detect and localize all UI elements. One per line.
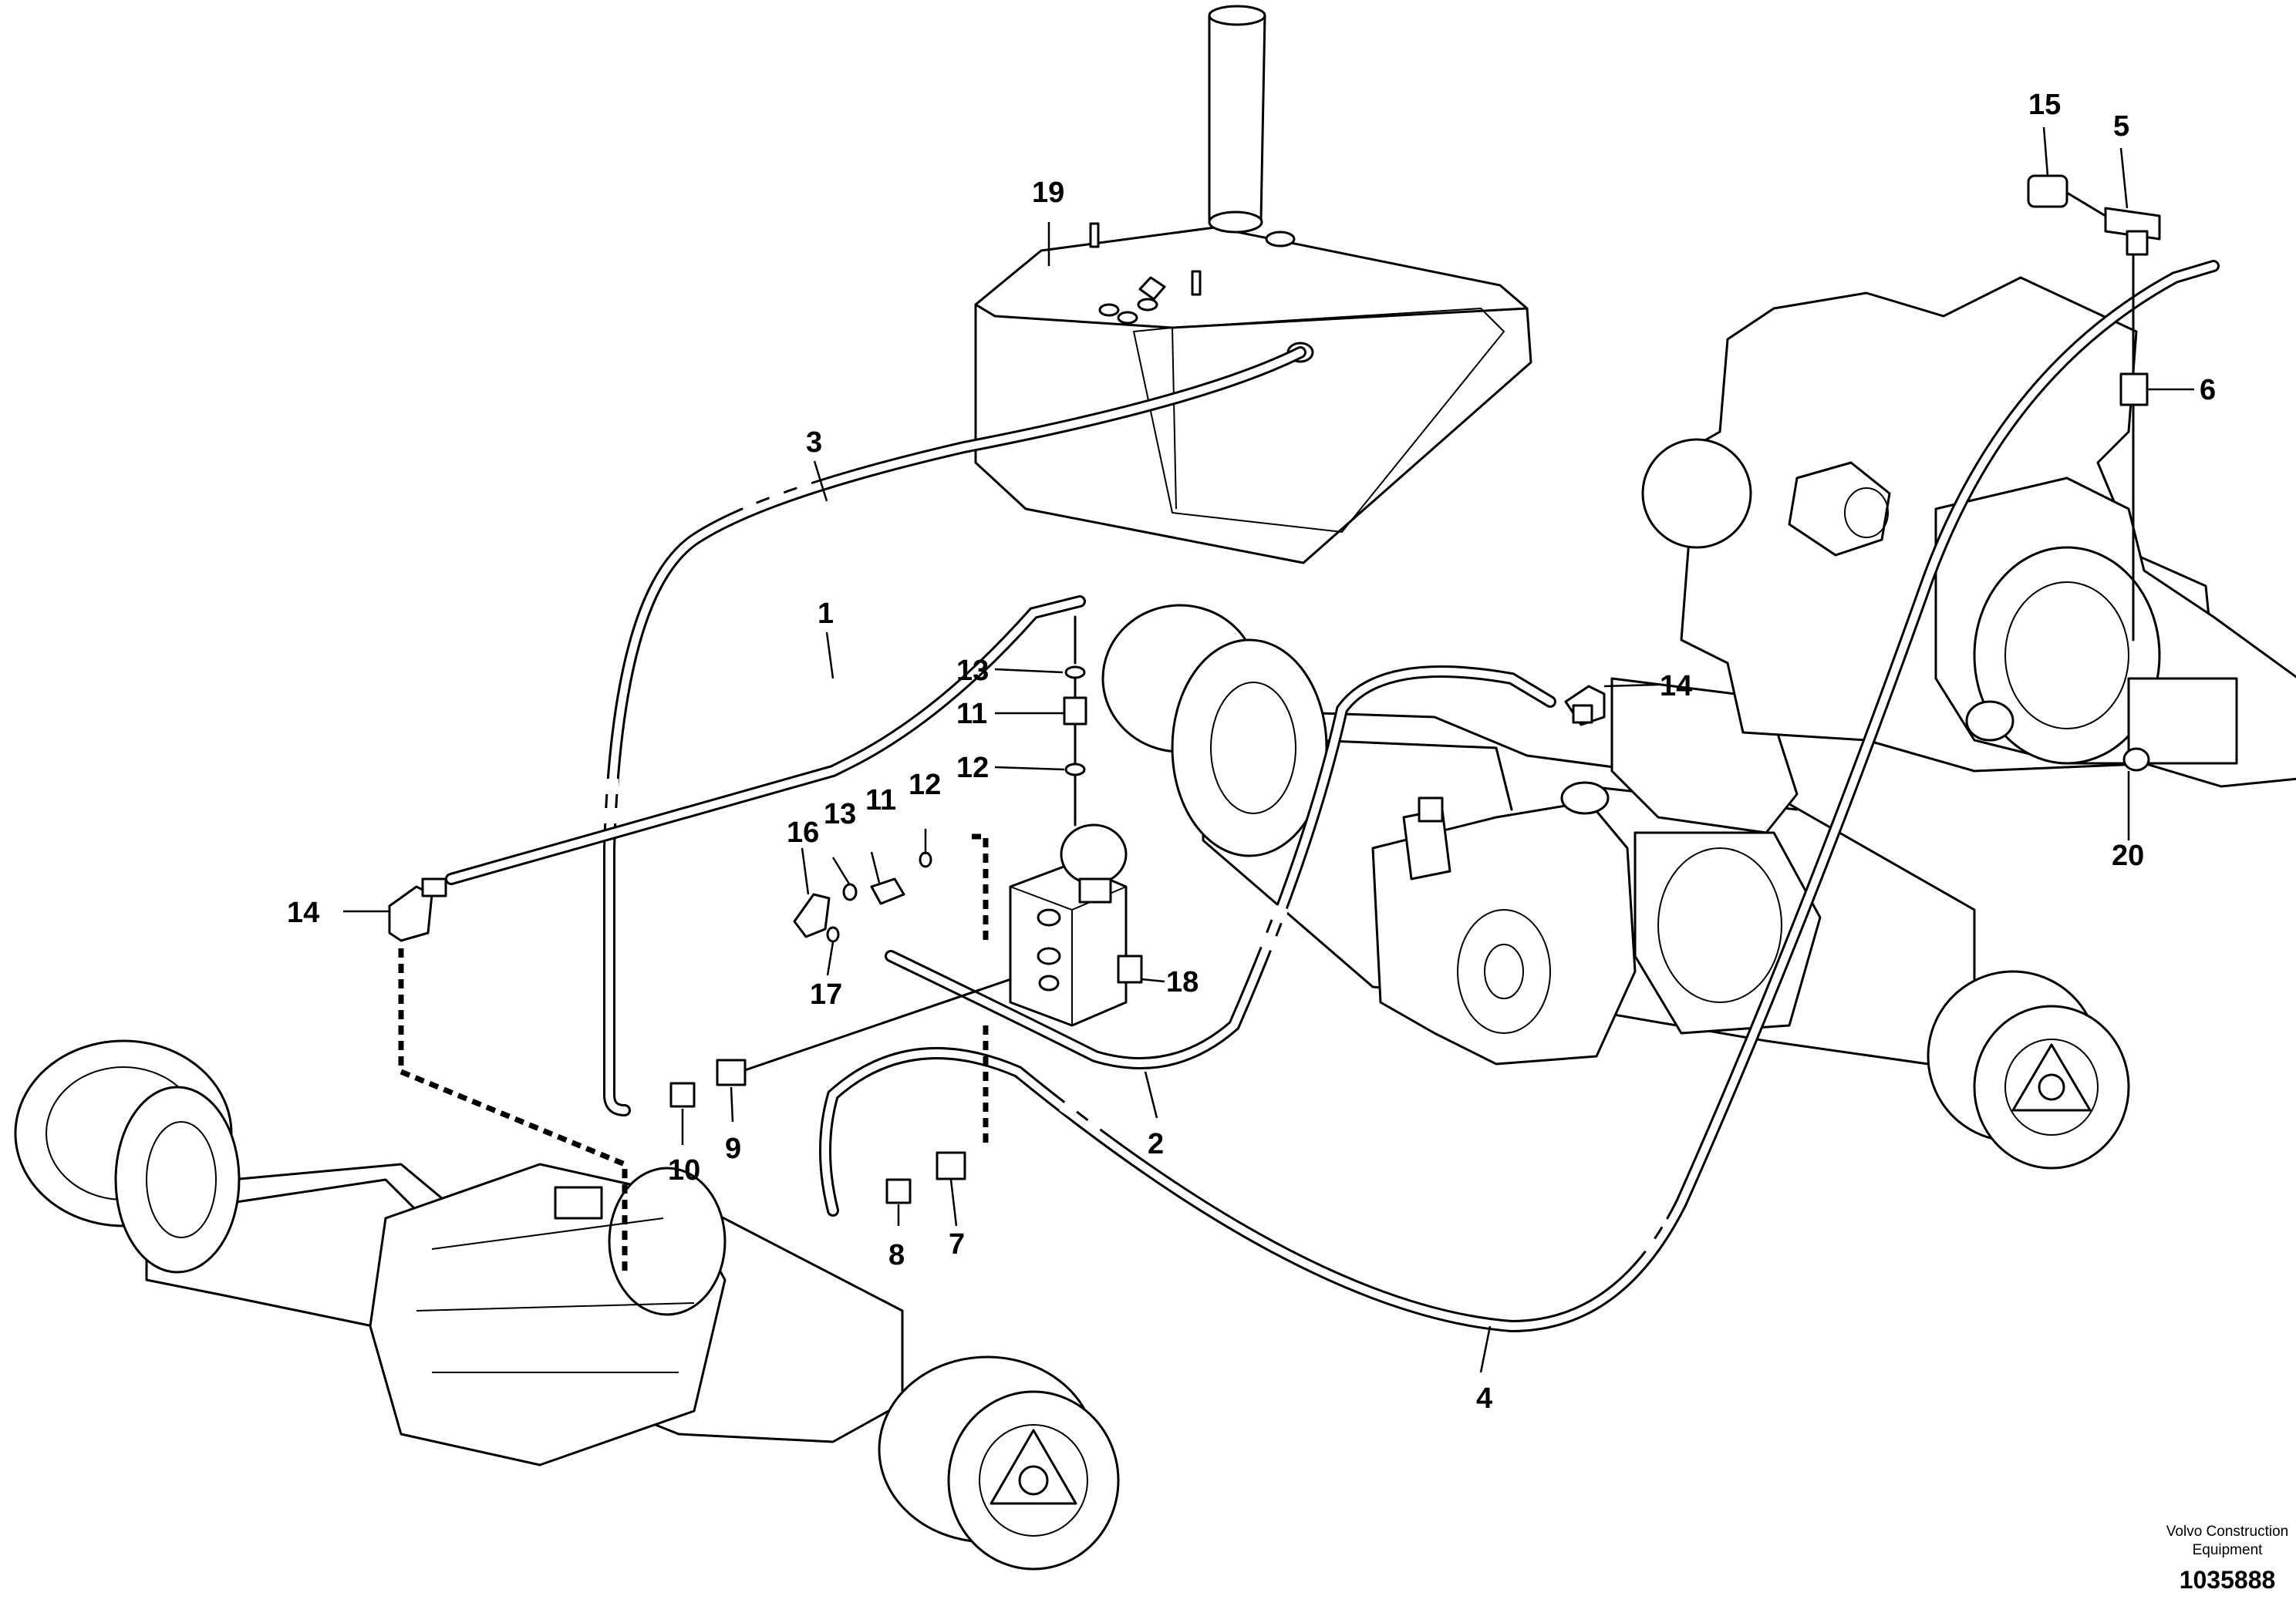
callout-1: 1	[818, 598, 834, 630]
hydrostatic-pump-transmission	[1371, 781, 1637, 1066]
callout-16: 16	[787, 817, 819, 849]
brand-line-2: Equipment	[2193, 1542, 2264, 1558]
callout-4: 4	[1476, 1382, 1492, 1415]
callout-7: 7	[949, 1228, 965, 1261]
callout-6: 6	[2200, 374, 2216, 406]
connection-lines	[398, 833, 989, 1272]
callout-3: 3	[806, 426, 822, 459]
brand-line-1: Volvo Construction	[2166, 1524, 2288, 1540]
fittings	[388, 174, 2161, 1204]
callout-13-upper: 13	[956, 655, 989, 687]
footer: Volvo Construction Equipment 1035888	[2166, 1524, 2288, 1594]
callout-11-lower: 11	[865, 784, 896, 817]
callout-10: 10	[668, 1154, 700, 1187]
callout-12-upper: 12	[956, 752, 989, 784]
callout-18: 18	[1166, 966, 1199, 998]
callout-9: 9	[725, 1133, 741, 1165]
leader-lines	[343, 126, 2194, 1373]
document-number: 1035888	[2180, 1566, 2276, 1594]
callout-12-lower: 12	[909, 769, 941, 801]
callout-14-left: 14	[287, 897, 319, 929]
hoses	[445, 260, 2220, 1333]
callout-19: 19	[1032, 177, 1064, 209]
valve-block	[1009, 823, 1143, 1027]
callout-2: 2	[1148, 1128, 1164, 1160]
pump-assembly	[1934, 476, 2296, 788]
callout-14-right: 14	[1660, 670, 1692, 702]
callout-17: 17	[810, 978, 842, 1011]
rear-axle	[14, 1039, 1120, 1571]
callouts: 19 3 1 13 11 12 16 13 11 12 14 17 18 10 …	[287, 89, 2216, 1415]
callout-20: 20	[2112, 840, 2144, 872]
tank	[974, 5, 1532, 564]
callout-8: 8	[888, 1239, 905, 1271]
callout-13-lower: 13	[824, 798, 856, 830]
callout-15: 15	[2028, 89, 2061, 121]
callout-11-upper: 11	[956, 698, 987, 730]
callout-5: 5	[2113, 110, 2129, 143]
